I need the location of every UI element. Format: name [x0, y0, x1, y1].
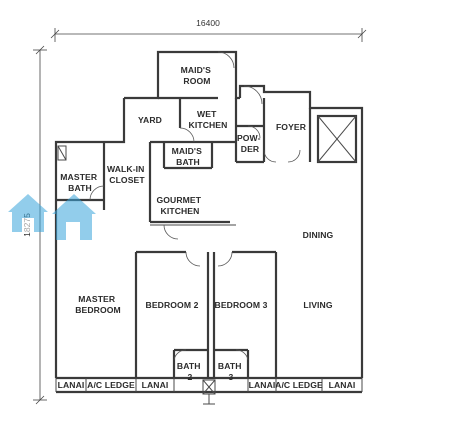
walk-in-closet-label: WALK-IN CLOSET — [107, 164, 147, 185]
bath-3-label: BATH 3 — [218, 361, 244, 382]
powder-label: POW- DER — [237, 133, 263, 154]
room-labels: MAID'S ROOM YARD WET KITCHEN POW- DER FO… — [58, 65, 356, 390]
ac-ledge-2-label: A/C LEDGE — [275, 380, 323, 390]
living-label: LIVING — [303, 300, 332, 310]
wet-kitchen-label: WET KITCHEN — [189, 109, 228, 130]
yard-label: YARD — [138, 115, 162, 125]
lanai-2-label: LANAI — [142, 380, 169, 390]
lanai-1-label: LANAI — [58, 380, 85, 390]
bath-2-label: BATH 2 — [177, 361, 203, 382]
ac-ledge-1-label: A/C LEDGE — [87, 380, 135, 390]
maids-room-label: MAID'S ROOM — [181, 65, 214, 86]
master-bath-label: MASTER BATH — [60, 172, 99, 193]
interior-walls — [56, 96, 323, 392]
shaft-box — [57, 114, 358, 405]
lanai-4-label: LANAI — [329, 380, 356, 390]
lanai-3-label: LANAI — [249, 380, 276, 390]
bedroom-2-label: BEDROOM 2 — [146, 300, 199, 310]
foyer-label: FOYER — [276, 122, 307, 132]
door-swings — [89, 51, 301, 361]
maids-bath-label: MAID'S BATH — [172, 146, 205, 167]
bedroom-3-label: BEDROOM 3 — [215, 300, 268, 310]
width-dimension: 16400 — [50, 18, 367, 42]
master-bedroom-label: MASTER BEDROOM — [75, 294, 121, 315]
house-logo-icon — [8, 194, 96, 240]
width-dimension-label: 16400 — [196, 18, 220, 28]
dining-label: DINING — [303, 230, 334, 240]
gourmet-kitchen-label: GOURMET KITCHEN — [156, 195, 203, 216]
